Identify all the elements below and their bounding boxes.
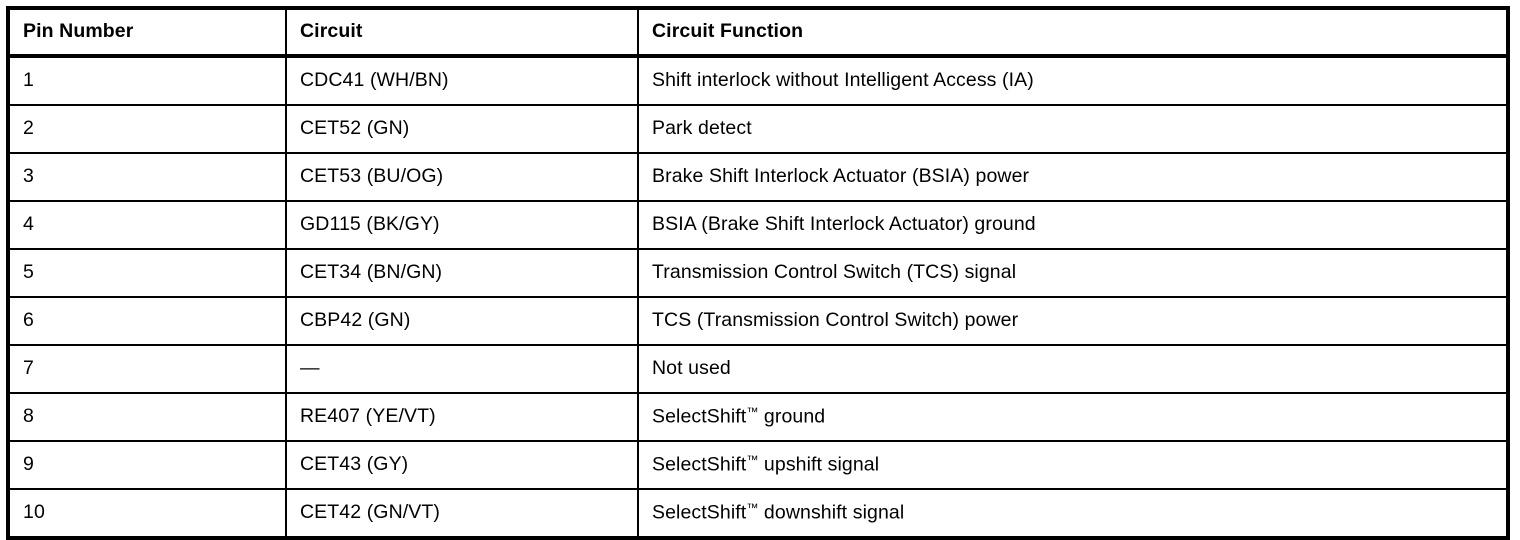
cell-circuit-function: SelectShift™ upshift signal xyxy=(638,440,1508,489)
cell-circuit: CBP42 (GN) xyxy=(286,296,639,345)
cell-pin-number: 3 xyxy=(8,152,287,201)
cell-circuit-function: BSIA (Brake Shift Interlock Actuator) gr… xyxy=(638,200,1508,249)
function-text-prefix: SelectShift xyxy=(652,405,747,428)
cell-pin-number: 4 xyxy=(8,200,287,249)
function-text-suffix: upshift signal xyxy=(758,453,880,476)
table-body: 1 CDC41 (WH/BN) Shift interlock without … xyxy=(8,56,1508,538)
cell-circuit-function: Park detect xyxy=(638,104,1508,153)
table-row: 3 CET53 (BU/OG) Brake Shift Interlock Ac… xyxy=(8,152,1508,201)
table-row: 5 CET34 (BN/GN) Transmission Control Swi… xyxy=(8,248,1508,297)
table-header-row: Pin Number Circuit Circuit Function xyxy=(8,8,1508,58)
cell-pin-number: 10 xyxy=(8,488,287,538)
table-row: 1 CDC41 (WH/BN) Shift interlock without … xyxy=(8,56,1508,105)
cell-circuit: CET42 (GN/VT) xyxy=(286,488,639,538)
cell-circuit-function: Not used xyxy=(638,344,1508,393)
cell-circuit-function: Brake Shift Interlock Actuator (BSIA) po… xyxy=(638,152,1508,201)
cell-pin-number: 6 xyxy=(8,296,287,345)
cell-pin-number: 9 xyxy=(8,440,287,489)
cell-circuit-function: Transmission Control Switch (TCS) signal xyxy=(638,248,1508,297)
pin-table-container: Pin Number Circuit Circuit Function 1 CD… xyxy=(6,6,1510,540)
cell-pin-number: 1 xyxy=(8,56,287,105)
trademark-symbol: ™ xyxy=(746,501,759,516)
table-header: Pin Number Circuit Circuit Function xyxy=(8,8,1508,58)
table-row: 10 CET42 (GN/VT) SelectShift™ downshift … xyxy=(8,488,1508,538)
table-row: 7 — Not used xyxy=(8,344,1508,393)
cell-circuit-function: SelectShift™ downshift signal xyxy=(638,488,1508,538)
column-header-circuit: Circuit xyxy=(286,8,639,58)
cell-pin-number: 7 xyxy=(8,344,287,393)
trademark-symbol: ™ xyxy=(746,453,759,468)
cell-circuit: RE407 (YE/VT) xyxy=(286,392,639,441)
function-text-prefix: SelectShift xyxy=(652,453,747,476)
cell-circuit: CDC41 (WH/BN) xyxy=(286,56,639,105)
table-row: 8 RE407 (YE/VT) SelectShift™ ground xyxy=(8,392,1508,441)
column-header-circuit-function: Circuit Function xyxy=(638,8,1508,58)
pin-assignment-table: Pin Number Circuit Circuit Function 1 CD… xyxy=(6,6,1510,540)
function-text-suffix: ground xyxy=(758,405,826,428)
table-row: 6 CBP42 (GN) TCS (Transmission Control S… xyxy=(8,296,1508,345)
cell-circuit: CET34 (BN/GN) xyxy=(286,248,639,297)
cell-circuit: CET43 (GY) xyxy=(286,440,639,489)
column-header-pin-number: Pin Number xyxy=(8,8,287,58)
cell-circuit: CET52 (GN) xyxy=(286,104,639,153)
cell-pin-number: 2 xyxy=(8,104,287,153)
table-row: 4 GD115 (BK/GY) BSIA (Brake Shift Interl… xyxy=(8,200,1508,249)
function-text-prefix: SelectShift xyxy=(652,501,747,524)
cell-circuit-empty-dash: — xyxy=(286,344,639,393)
function-text-suffix: downshift signal xyxy=(758,501,905,524)
cell-circuit: CET53 (BU/OG) xyxy=(286,152,639,201)
table-row: 9 CET43 (GY) SelectShift™ upshift signal xyxy=(8,440,1508,489)
cell-circuit: GD115 (BK/GY) xyxy=(286,200,639,249)
cell-pin-number: 8 xyxy=(8,392,287,441)
cell-circuit-function: SelectShift™ ground xyxy=(638,392,1508,441)
cell-circuit-function: Shift interlock without Intelligent Acce… xyxy=(652,69,1034,92)
cell-circuit-function: TCS (Transmission Control Switch) power xyxy=(638,296,1508,345)
trademark-symbol: ™ xyxy=(746,405,759,420)
table-row: 2 CET52 (GN) Park detect xyxy=(8,104,1508,153)
cell-pin-number: 5 xyxy=(8,248,287,297)
